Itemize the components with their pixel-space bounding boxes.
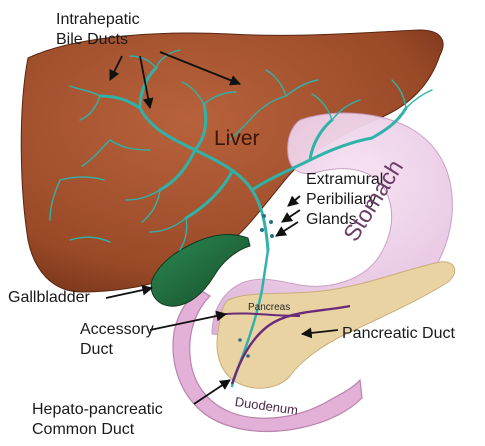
- label-hepato-pancreatic-common-duct: Hepato-pancreatic Common Duct: [32, 400, 163, 440]
- label-pancreatic-duct: Pancreatic Duct: [342, 324, 455, 344]
- label-gallbladder: Gallbladder: [8, 288, 90, 308]
- label-liver: Liver: [214, 127, 260, 151]
- label-accessory-duct: Accessory Duct: [80, 320, 154, 360]
- label-intrahepatic-bile-ducts: Intrahepatic Bile Ducts: [56, 10, 140, 50]
- label-pancreas: Pancreas: [248, 302, 290, 313]
